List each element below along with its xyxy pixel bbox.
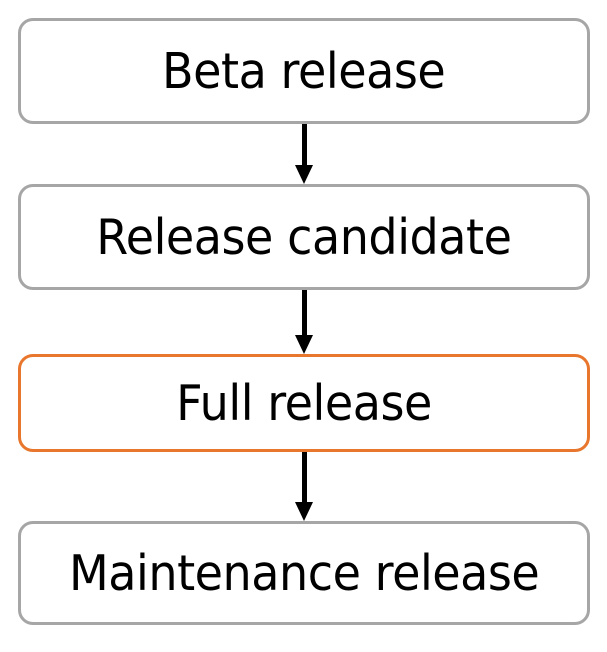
- arrow-stem: [302, 124, 307, 165]
- flow-node-label: Release candidate: [96, 208, 512, 266]
- flow-node-maintenance-release[interactable]: Maintenance release: [18, 521, 590, 625]
- arrow-head-icon: [295, 502, 313, 521]
- flow-node-label: Beta release: [162, 42, 446, 100]
- arrow-head-icon: [295, 165, 313, 184]
- flow-node-release-candidate[interactable]: Release candidate: [18, 184, 590, 290]
- arrow-stem: [302, 290, 307, 335]
- connector-arrow-full-to-maintenance: [295, 452, 314, 521]
- flow-node-full-release[interactable]: Full release: [18, 354, 590, 452]
- flow-node-label: Maintenance release: [68, 544, 540, 602]
- flow-node-beta-release[interactable]: Beta release: [18, 18, 590, 124]
- arrow-head-icon: [295, 335, 313, 354]
- connector-arrow-beta-to-rc: [295, 124, 314, 184]
- arrow-stem: [302, 452, 307, 502]
- flow-node-label: Full release: [176, 374, 432, 432]
- connector-arrow-rc-to-full: [295, 290, 314, 354]
